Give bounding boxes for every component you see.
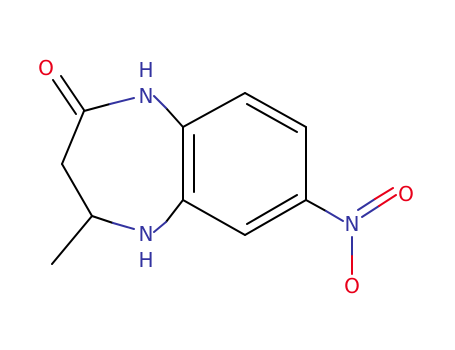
bond-carbonyl-double-a	[52, 79, 77, 115]
bond-aromatic-inner-3	[246, 194, 298, 225]
bond-c2-n1-b	[109, 97, 135, 105]
label-n1-hydrogen: H	[138, 58, 153, 82]
bond-n1-c9a-b	[165, 107, 184, 128]
label-nitro-oxygen-upper: O	[398, 182, 414, 206]
bond-c7-c6	[244, 199, 307, 236]
atom-labels: O H N N H N O O	[38, 56, 414, 298]
label-n5-nitrogen: N	[139, 222, 154, 246]
hetero-bonds	[109, 95, 397, 275]
bond-nnitro-oupper-a1	[357, 198, 376, 211]
bond-c7-nnitro-b	[325, 210, 344, 222]
bond-nnitro-oupper-b1	[374, 187, 394, 200]
label-nitro-oxygen-lower: O	[344, 274, 360, 298]
label-n1-nitrogen: N	[139, 84, 154, 108]
bond-aromatic-inner-2	[246, 103, 298, 133]
label-nitro-nitrogen: N	[345, 212, 360, 236]
label-carbonyl-oxygen: O	[38, 56, 54, 80]
bond-nnitro-oupper-a2	[361, 205, 380, 218]
bond-c2-c3	[61, 110, 85, 165]
bond-c9-c8	[244, 92, 307, 128]
bonds	[51, 75, 327, 265]
bond-c2-n1-a	[83, 103, 111, 112]
bond-c7-nnitro-a	[305, 199, 327, 212]
bond-c3-c4	[61, 163, 93, 217]
bond-n5-c5a-b	[165, 199, 184, 223]
label-n5-hydrogen: H	[138, 248, 153, 272]
bond-n5-c5a-a	[153, 221, 167, 233]
bond-c6-c5a	[182, 199, 246, 236]
bond-c4-n5-a	[91, 215, 114, 224]
bond-n1-c9a-a	[153, 95, 167, 109]
bond-nnitro-oupper-b2	[378, 194, 397, 207]
bond-c4-methyl	[51, 215, 93, 265]
bond-c9a-c9	[182, 92, 246, 128]
bond-c4-n5-b	[112, 222, 135, 230]
bond-carbonyl-double-b	[60, 75, 85, 111]
